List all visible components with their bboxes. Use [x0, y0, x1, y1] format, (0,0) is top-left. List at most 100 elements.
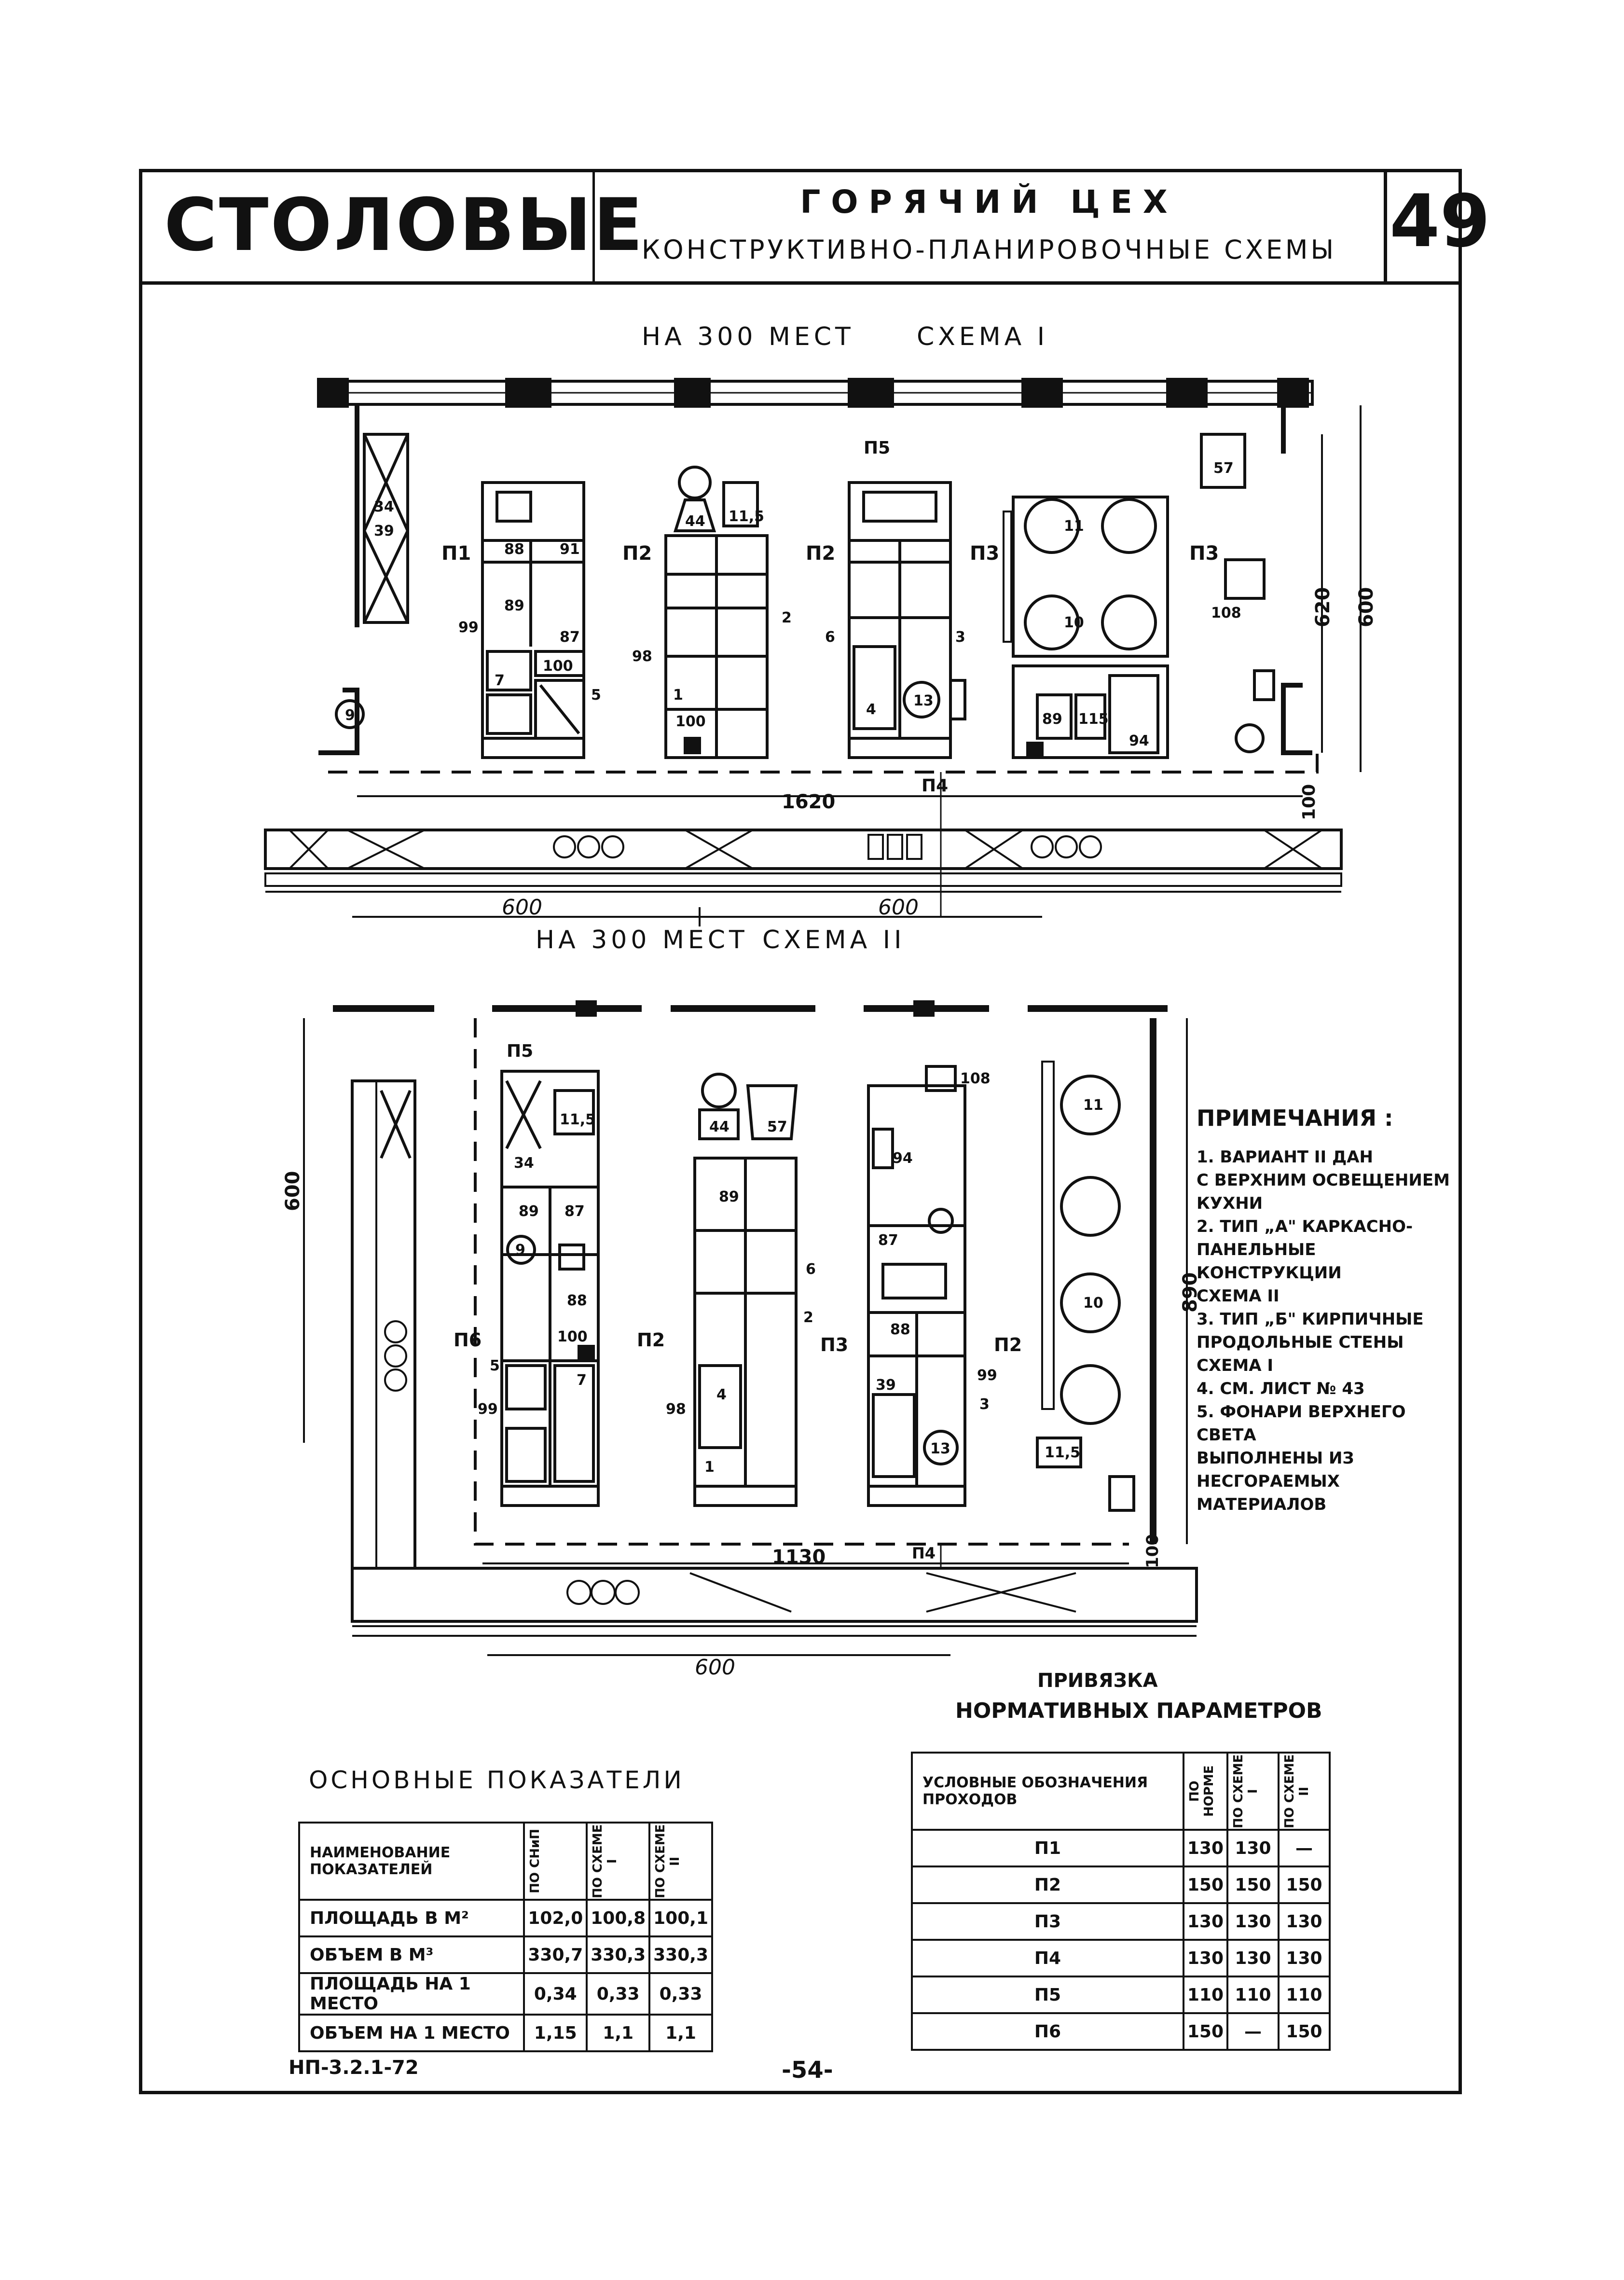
equipment-label: 100 — [675, 713, 706, 730]
equipment-label: 9 — [515, 1242, 525, 1258]
note-line: НЕСГОРАЕМЫХ МАТЕРИАЛОВ — [1197, 1472, 1340, 1514]
scheme1-length-dim: 1620 — [782, 791, 835, 813]
equipment-label: 94 — [1129, 732, 1149, 749]
equipment-label: 13 — [930, 1440, 950, 1457]
note-line: 2. ТИП „А" КАРКАСНО- — [1197, 1217, 1413, 1236]
note-line: СХЕМА I — [1197, 1356, 1274, 1375]
equipment-label: 100 — [543, 658, 573, 675]
note-line: 5. ФОНАРИ ВЕРХНЕГО СВЕТА — [1197, 1402, 1406, 1445]
equipment-label: 5 — [490, 1357, 500, 1374]
equipment-label: 98 — [632, 648, 652, 665]
series-title: СТОЛОВЫЕ — [164, 183, 645, 267]
norms-header: ПО СХЕМЕ I — [1231, 1754, 1260, 1828]
equipment-label: 5 — [591, 687, 601, 704]
equipment-label: 7 — [495, 672, 505, 689]
note-line: 1. ВАРИАНТ II ДАН — [1197, 1147, 1373, 1167]
passage-p2-label: П2 — [994, 1334, 1022, 1355]
passage-p3-label: П3 — [970, 542, 999, 565]
equipment-label: 4 — [716, 1386, 727, 1403]
indicators-table: НАИМЕНОВАНИЕ ПОКАЗАТЕЛЕЙ ПО СНиП ПО СХЕМ… — [298, 1822, 713, 2052]
equipment-label: 89 — [1042, 711, 1062, 728]
equipment-label: 91 — [560, 541, 580, 558]
notes-block: ПРИМЕЧАНИЯ : 1. ВАРИАНТ II ДАН С ВЕРХНИМ… — [1197, 1105, 1467, 1516]
equipment-label: 11 — [1064, 518, 1084, 535]
equipment-label: 9 — [345, 707, 355, 724]
equipment-label: 99 — [478, 1401, 498, 1418]
notes-heading: ПРИМЕЧАНИЯ : — [1197, 1105, 1393, 1131]
equipment-label: 44 — [685, 513, 705, 530]
note-line: 4. СМ. ЛИСТ № 43 — [1197, 1379, 1365, 1398]
equipment-label: 87 — [564, 1203, 585, 1220]
equipment-label: 89 — [519, 1203, 539, 1220]
passage-p4-label: П4 — [922, 776, 948, 796]
passage-p2-label: П2 — [806, 542, 835, 565]
equipment-label: 10 — [1064, 614, 1084, 631]
passage-p2-label: П2 — [637, 1329, 665, 1351]
note-line: ПАНЕЛЬНЫЕ КОНСТРУКЦИИ — [1197, 1240, 1342, 1283]
equipment-label: 10 — [1083, 1295, 1103, 1312]
equipment-label: 108 — [960, 1070, 991, 1087]
sheet-frame — [139, 169, 1462, 2094]
scheme1-wall-dim: 100 — [1299, 784, 1319, 820]
equipment-label: 44 — [709, 1119, 729, 1135]
passage-p3-label: П3 — [820, 1334, 848, 1355]
norms-header: ПО СХЕМЕ II — [1282, 1754, 1311, 1828]
equipment-label: 13 — [913, 692, 934, 709]
scheme2-height-dim: 600 — [282, 1171, 304, 1212]
scheme1-depth2-dim: 600 — [1355, 587, 1377, 628]
scheme2-caption: НА 300 МЕСТ — [536, 926, 748, 954]
note-line: КУХНИ — [1197, 1194, 1263, 1213]
norms-header: ПО НОРМЕ — [1187, 1765, 1216, 1817]
equipment-label: 88 — [890, 1321, 910, 1338]
equipment-label: 108 — [1211, 605, 1241, 622]
equipment-label: 89 — [504, 597, 524, 614]
scheme2-length-dim: 1130 — [772, 1546, 826, 1568]
note-line: ВЫПОЛНЕНЫ ИЗ — [1197, 1449, 1354, 1468]
title-divider — [1384, 169, 1387, 285]
equipment-label: 89 — [719, 1188, 739, 1205]
scheme1-window-wall — [317, 378, 1314, 408]
equipment-label: 99 — [458, 619, 479, 636]
equipment-label: 2 — [782, 609, 792, 626]
equipment-label: 115 — [1078, 711, 1109, 728]
equipment-label: 1 — [704, 1459, 715, 1476]
equipment-label: 11,5 — [729, 508, 764, 525]
title-divider — [592, 169, 595, 285]
passage-p5-label: П5 — [507, 1041, 533, 1061]
equipment-label: 3 — [955, 629, 965, 646]
scheme1-depth-dim: 620 — [1312, 587, 1334, 628]
note-line: СХЕМА II — [1197, 1286, 1280, 1306]
equipment-label: 6 — [825, 629, 835, 646]
passage-p6-label: П6 — [454, 1329, 482, 1351]
equipment-label: 98 — [666, 1401, 686, 1418]
document-code: НП-3.2.1-72 — [289, 2057, 419, 2079]
note-line: 3. ТИП „Б" КИРПИЧНЫЕ — [1197, 1310, 1424, 1329]
scheme2-depth-dim: 890 — [1179, 1272, 1201, 1313]
indicators-header: ПО СХЕМЕ II — [653, 1824, 683, 1898]
note-line: С ВЕРХНИМ ОСВЕЩЕНИЕМ — [1197, 1171, 1450, 1190]
equipment-label: 57 — [767, 1119, 787, 1135]
scheme1-caption: НА 300 МЕСТ — [642, 322, 854, 351]
equipment-label: 87 — [878, 1232, 898, 1249]
equipment-label: 1 — [673, 687, 683, 704]
equipment-label: 39 — [374, 523, 394, 539]
equipment-label: 39 — [876, 1377, 896, 1394]
equipment-label: 6 — [806, 1261, 816, 1278]
equipment-label: 11 — [1083, 1097, 1103, 1114]
scheme1-bay-dim: 600 — [502, 895, 542, 920]
sheet-title: ГОРЯЧИЙ ЦЕХ — [800, 183, 1178, 221]
norms-title: ПРИВЯЗКА — [1037, 1670, 1158, 1692]
scheme2-caption-scheme: СХЕМА II — [762, 926, 906, 954]
title-block — [139, 169, 1462, 285]
sheet-subtitle: КОНСТРУКТИВНО-ПЛАНИРОВОЧНЫЕ СХЕМЫ — [641, 235, 1337, 265]
